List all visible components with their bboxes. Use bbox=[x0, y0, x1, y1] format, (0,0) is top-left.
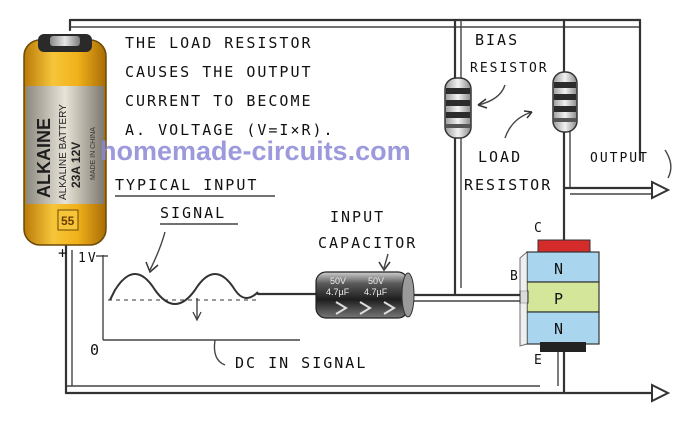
capacitor-marking-2: 4.7µF bbox=[326, 287, 350, 297]
layer-top-label: N bbox=[554, 260, 565, 278]
output-arrow-icon bbox=[651, 180, 671, 200]
output-pointer-arrow bbox=[664, 149, 672, 179]
input-capacitor: 50V 4.7µF 50V 4.7µF bbox=[315, 271, 415, 319]
annotation-line-1: THE LOAD RESISTOR bbox=[125, 34, 313, 52]
capacitor-marking-1: 50V bbox=[330, 276, 346, 286]
bias-pointer-arrow bbox=[477, 84, 506, 106]
dc-pointer-arrow bbox=[213, 339, 226, 366]
ground-arrow-icon bbox=[651, 383, 671, 403]
origin-label: 0 bbox=[90, 341, 101, 359]
transistor bbox=[519, 239, 600, 352]
output-label: OUTPUT bbox=[590, 151, 649, 166]
annotation-line-2: CAUSES THE OUTPUT bbox=[125, 63, 313, 81]
sine-waveform bbox=[109, 273, 259, 305]
watermark-text: homemade-circuits.com bbox=[100, 136, 411, 166]
input-capacitor-label-line2: CAPACITOR bbox=[318, 234, 417, 252]
battery-line1-text: ALKALINE BATTERY bbox=[58, 104, 69, 200]
battery-line2-text: 23A 12V bbox=[69, 142, 83, 188]
emitter-cap bbox=[540, 342, 586, 352]
annotation-line-4: A. VOLTAGE (V=I×R). bbox=[125, 121, 335, 139]
load-pointer-arrow bbox=[504, 111, 533, 139]
typical-input-label-line2: SIGNAL bbox=[160, 204, 226, 222]
typical-input-label-line1: TYPICAL INPUT bbox=[115, 176, 258, 194]
capacitor-pointer-arrow bbox=[383, 253, 389, 269]
battery-plus-label: + bbox=[58, 244, 69, 262]
pin-e-label: E bbox=[534, 353, 544, 368]
bias-label-line1: BIAS bbox=[475, 31, 519, 49]
signal-pointer-arrow bbox=[149, 231, 166, 271]
one-volt-label: 1V bbox=[78, 251, 98, 266]
dc-in-signal-label: DC IN SIGNAL bbox=[235, 354, 367, 372]
load-label-line1: LOAD bbox=[478, 148, 522, 166]
input-capacitor-label-line1: INPUT bbox=[330, 208, 385, 226]
capacitor-marking-4: 4.7µF bbox=[364, 287, 388, 297]
pin-b-label: B bbox=[510, 269, 520, 284]
capacitor-marking-3: 50V bbox=[368, 276, 384, 286]
load-resistor bbox=[552, 71, 578, 133]
bias-resistor bbox=[444, 77, 472, 139]
battery-line3-text: MADE IN CHINA bbox=[90, 127, 97, 180]
layer-mid-label: P bbox=[554, 290, 565, 308]
load-label-line2: RESISTOR bbox=[464, 176, 552, 194]
annotation-line-3: CURRENT TO BECOME bbox=[125, 92, 313, 110]
battery-brand-text: ALKAINE bbox=[34, 118, 54, 198]
battery-logo-icon: 55 bbox=[61, 214, 75, 228]
bias-label-line2: RESISTOR bbox=[470, 61, 549, 76]
pin-c-label: C bbox=[534, 221, 544, 236]
layer-bottom-label: N bbox=[554, 320, 565, 338]
battery: ALKAINE ALKALINE BATTERY 23A 12V MADE IN… bbox=[23, 34, 107, 246]
